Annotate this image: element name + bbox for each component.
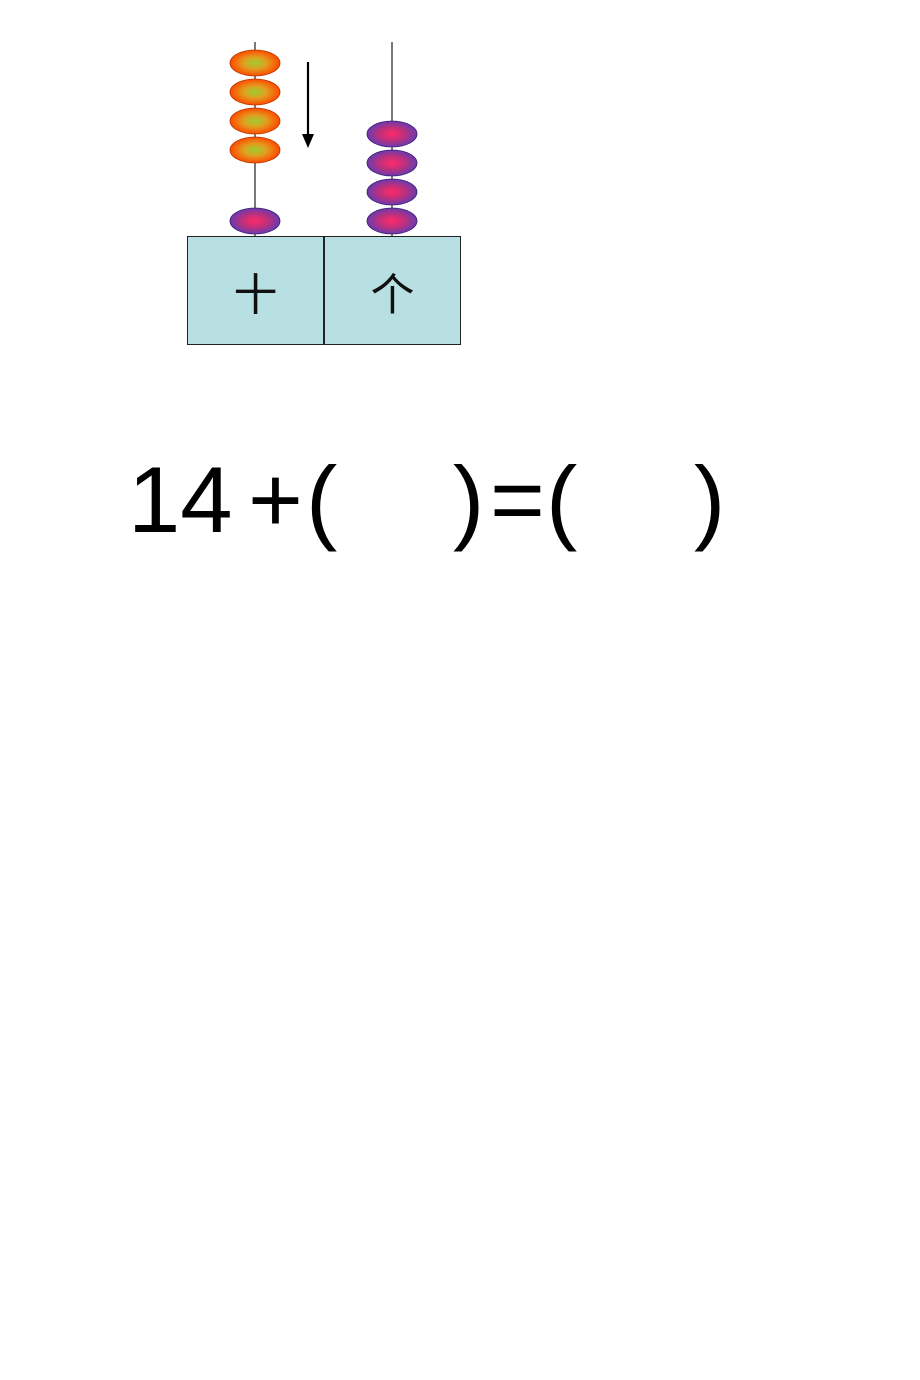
open-paren-2: ( <box>546 447 578 552</box>
arrow-down-icon <box>302 62 314 148</box>
tens-moving-bead <box>229 49 281 77</box>
tens-moving-bead <box>229 107 281 135</box>
tens-label: 十 <box>233 269 278 321</box>
close-paren-1: ) <box>453 447 485 552</box>
answer-blank-2[interactable] <box>583 454 693 546</box>
close-paren-2: ) <box>694 447 726 552</box>
ones-bead <box>366 207 418 235</box>
answer-blank-1[interactable] <box>343 454 453 546</box>
tens-moving-bead <box>229 136 281 164</box>
ones-bead <box>366 149 418 177</box>
ones-bead <box>366 178 418 206</box>
addend: 14 <box>128 447 233 552</box>
ones-place-box: 个 <box>324 236 461 345</box>
tens-base-bead <box>229 207 281 235</box>
ones-label: 个 <box>370 269 415 321</box>
ones-bead <box>366 120 418 148</box>
abacus <box>229 42 418 236</box>
plus-sign: + <box>248 447 303 552</box>
tens-place-box: 十 <box>187 236 324 345</box>
equation: 14 + ( ) = ( ) <box>128 440 725 560</box>
tens-moving-bead <box>229 78 281 106</box>
open-paren-1: ( <box>306 447 338 552</box>
equals-sign: = <box>490 447 545 552</box>
